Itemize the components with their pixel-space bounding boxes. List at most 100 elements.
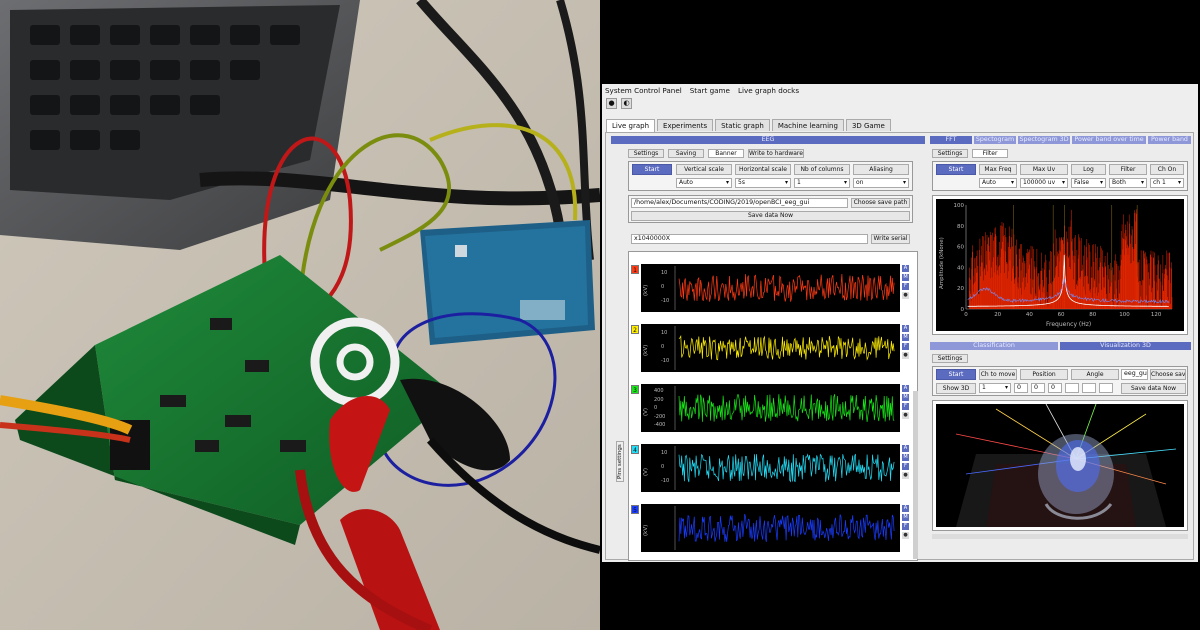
- channel-side-button[interactable]: ●: [902, 532, 909, 539]
- fft-tab-power-band[interactable]: Power band: [1148, 136, 1191, 144]
- channel-side-button[interactable]: A: [902, 445, 909, 452]
- channel-side-button[interactable]: ●: [902, 472, 909, 479]
- position-z-input[interactable]: 0: [1048, 383, 1062, 393]
- channel-side-button[interactable]: A: [902, 505, 909, 512]
- nb-columns-select[interactable]: 1: [794, 178, 850, 188]
- eeg-subtab-write-hardware[interactable]: Write to hardware: [748, 149, 804, 158]
- viz-save-name-input[interactable]: eeg_gui: [1121, 369, 1148, 380]
- max-uv-select[interactable]: 100000 uv: [1020, 178, 1068, 188]
- eeg-subtab-banner[interactable]: Banner: [708, 149, 744, 158]
- fft-spectrum-blue: [967, 278, 1170, 304]
- channel-ytick: 0: [661, 284, 665, 290]
- channel-ytick: 10: [661, 450, 668, 456]
- channel-trace: [678, 334, 895, 361]
- pins-settings-label[interactable]: Pins settings: [616, 441, 624, 482]
- theme-toggle-icon[interactable]: ◐: [621, 98, 632, 109]
- channel-side-button[interactable]: A: [902, 265, 909, 272]
- fft-spectrum-red: [968, 209, 1173, 309]
- fft-tab-fft[interactable]: FFT: [930, 136, 972, 144]
- angle-z-input[interactable]: [1099, 383, 1113, 393]
- eeg-start-button[interactable]: Start: [632, 164, 672, 175]
- menu-live-graph-docks[interactable]: Live graph docks: [737, 85, 800, 95]
- channel-side-button[interactable]: F: [902, 343, 909, 350]
- serial-command-input[interactable]: x1040000X: [631, 234, 868, 244]
- angle-x-input[interactable]: [1065, 383, 1079, 393]
- viz-save-data-now-button[interactable]: Save data Now: [1121, 383, 1186, 394]
- tab-live-graph[interactable]: Live graph: [606, 119, 656, 132]
- channel-side-button[interactable]: M: [902, 274, 909, 281]
- channel-side-button[interactable]: M: [902, 334, 909, 341]
- eeg-scrollbar[interactable]: [913, 391, 918, 559]
- eeg-save-data-now-button[interactable]: Save data Now: [631, 211, 910, 221]
- channel-side-button[interactable]: M: [902, 394, 909, 401]
- ch-on-select[interactable]: ch 1: [1150, 178, 1184, 188]
- channel-side-button[interactable]: F: [902, 283, 909, 290]
- fft-start-button[interactable]: Start: [936, 164, 976, 175]
- toolbar: ● ◐: [606, 98, 632, 110]
- tab-3d-game[interactable]: 3D Game: [845, 119, 891, 131]
- tab-experiments[interactable]: Experiments: [657, 119, 714, 131]
- write-serial-button[interactable]: Write serial: [871, 234, 910, 244]
- channel-side-button[interactable]: ●: [902, 292, 909, 299]
- viz-choose-save-button[interactable]: Choose save: [1150, 369, 1186, 380]
- channel-side-button[interactable]: A: [902, 385, 909, 392]
- fft-xtick: 80: [1089, 312, 1096, 318]
- aliasing-select[interactable]: on: [853, 178, 909, 188]
- log-select[interactable]: False: [1071, 178, 1106, 188]
- channel-ytick: -400: [654, 422, 666, 428]
- fft-tab-power-band-time[interactable]: Power band over time: [1072, 136, 1146, 144]
- fft-ytick: 100: [954, 203, 965, 209]
- tab-visualization-3d[interactable]: Visualization 3D: [1060, 342, 1191, 350]
- fft-ytick: 60: [957, 245, 964, 251]
- menu-start-game[interactable]: Start game: [689, 85, 730, 95]
- record-icon[interactable]: ●: [606, 98, 617, 109]
- filter-select[interactable]: Both: [1109, 178, 1147, 188]
- fft-ytick: 20: [957, 286, 964, 292]
- channel-side-button[interactable]: F: [902, 403, 909, 410]
- tab-static-graph[interactable]: Static graph: [715, 119, 770, 131]
- channel-ytick: 200: [654, 396, 664, 403]
- menu-system-control-panel[interactable]: System Control Panel: [605, 85, 682, 95]
- viz-start-button[interactable]: Start: [936, 369, 976, 380]
- angle-y-input[interactable]: [1082, 383, 1096, 393]
- tab-machine-learning[interactable]: Machine learning: [771, 119, 844, 131]
- fft-subtab-filter[interactable]: Filter: [972, 149, 1008, 158]
- max-freq-select[interactable]: Auto: [979, 178, 1017, 188]
- channel-ytick: -200: [654, 413, 666, 420]
- eeg-subtab-saving[interactable]: Saving: [668, 149, 704, 158]
- position-y-input[interactable]: 0: [1031, 383, 1045, 393]
- vertical-scale-label: Vertical scale: [676, 164, 732, 175]
- vertical-scale-select[interactable]: Auto: [676, 178, 732, 188]
- channel-number: 5: [631, 505, 639, 514]
- fft-tab-spectogram-3d[interactable]: Spectogram 3D: [1018, 136, 1070, 144]
- save-path-input[interactable]: /home/alex/Documents/CODING/2019/openBCI…: [631, 198, 848, 208]
- channel-side-button[interactable]: ●: [902, 412, 909, 419]
- viz-subtab-settings[interactable]: Settings: [932, 354, 968, 363]
- tab-classification[interactable]: Classification: [930, 342, 1058, 350]
- aliasing-label: Aliasing: [853, 164, 909, 175]
- position-x-input[interactable]: 0: [1014, 383, 1028, 393]
- app-window: System Control Panel Start game Live gra…: [602, 84, 1198, 562]
- filter-label: Filter: [1109, 164, 1147, 175]
- channel-side-button[interactable]: M: [902, 454, 909, 461]
- channel-side-button[interactable]: ●: [902, 352, 909, 359]
- fft-tab-spectogram[interactable]: Spectogram: [974, 136, 1016, 144]
- channel-side-button[interactable]: M: [902, 514, 909, 521]
- fft-subtab-settings[interactable]: Settings: [932, 149, 968, 158]
- show-3d-button[interactable]: Show 3D: [936, 383, 976, 394]
- eeg-subtab-settings[interactable]: Settings: [628, 149, 664, 158]
- channel-side-button[interactable]: F: [902, 463, 909, 470]
- viz-scrollbar[interactable]: [932, 534, 1188, 539]
- ch-to-move-select[interactable]: 1: [979, 383, 1011, 393]
- menu-bar: System Control Panel Start game Live gra…: [602, 84, 1198, 96]
- angle-label: Angle: [1071, 369, 1119, 380]
- choose-save-path-button[interactable]: Choose save path: [851, 198, 910, 208]
- horizontal-scale-select[interactable]: 5s: [735, 178, 791, 188]
- channel-side-button[interactable]: F: [902, 523, 909, 530]
- channel-signal: [674, 386, 895, 430]
- channel-side-button[interactable]: A: [902, 325, 909, 332]
